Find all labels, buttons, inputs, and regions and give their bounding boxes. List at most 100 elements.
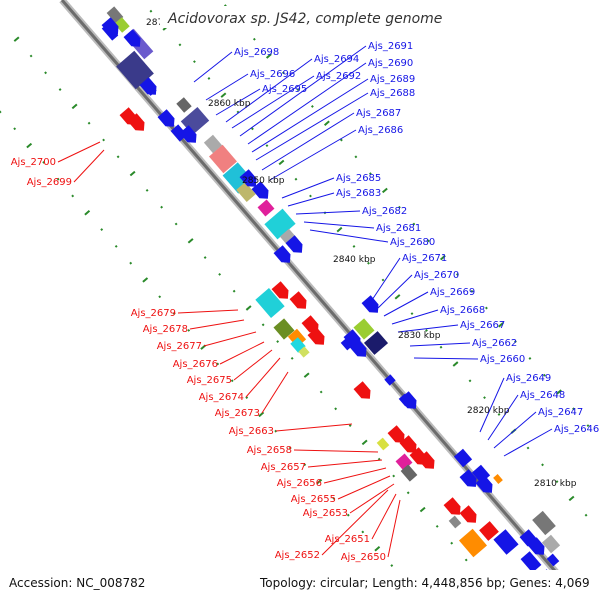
gene-feature — [453, 448, 473, 468]
gene-label: Ajs_2668 — [440, 305, 485, 316]
track-dot — [102, 138, 106, 142]
track-dot — [556, 389, 562, 395]
label-leader-line — [287, 192, 335, 207]
track-dot — [207, 77, 211, 80]
gene-arrow — [353, 381, 371, 399]
track-dot — [543, 373, 546, 377]
track-dot — [572, 407, 575, 411]
track-dot — [218, 272, 222, 276]
gene-arrow — [417, 451, 435, 469]
gene-arrow — [251, 181, 269, 199]
label-leader-line — [245, 357, 281, 398]
gene-label: Ajs_2663 — [229, 426, 274, 437]
track-dot — [84, 210, 91, 216]
track-dot — [230, 379, 234, 383]
track-dot — [367, 261, 370, 265]
gene-feature — [493, 474, 503, 484]
track-dot — [452, 361, 459, 367]
label-leader-line — [383, 291, 429, 317]
tick-label-2850: 2850 kbp — [242, 176, 285, 186]
track-dot — [278, 159, 285, 166]
gene-label: Ajs_2657 — [261, 462, 306, 473]
gene-label: Ajs_2678 — [143, 324, 188, 335]
label-leader-line — [295, 210, 361, 215]
label-leader-line — [309, 229, 389, 243]
gene-label: Ajs_2648 — [520, 390, 565, 401]
gene-feature — [116, 50, 154, 90]
track-dot — [514, 340, 517, 344]
track-dot — [158, 295, 162, 299]
track-dot — [412, 222, 416, 226]
accession-label: Accession: NC_008782 — [9, 576, 145, 590]
track-dot — [232, 289, 236, 293]
track-dot — [13, 36, 20, 42]
gene-feature — [264, 208, 296, 240]
gene-feature — [376, 437, 390, 451]
gene-label: Ajs_2681 — [376, 223, 421, 234]
track-dot — [498, 322, 504, 328]
gene-arrow — [273, 245, 291, 263]
gene-label: Ajs_2689 — [370, 74, 415, 85]
gene-arrow — [139, 77, 157, 95]
track-dot — [296, 88, 300, 92]
gene-label: Ajs_2687 — [356, 108, 401, 119]
track-dot — [584, 513, 588, 517]
gene-label: Ajs_2650 — [341, 552, 386, 563]
gene-label: Ajs_2676 — [173, 359, 218, 370]
track-dot — [129, 170, 136, 177]
track-dot — [203, 256, 207, 259]
track-dot — [586, 424, 590, 428]
track-dot — [288, 446, 292, 450]
track-dot — [361, 439, 368, 446]
track-dot — [425, 329, 428, 332]
gene-label: Ajs_2646 — [554, 424, 599, 435]
gene-label: Ajs_2675 — [187, 375, 232, 386]
gene-arrow — [239, 169, 257, 187]
track-dot — [346, 513, 350, 517]
gene-label: Ajs_2685 — [336, 173, 381, 184]
gene-arrow — [127, 113, 145, 131]
track-dot — [116, 155, 120, 159]
label-leader-line — [293, 449, 379, 453]
gene-label: Ajs_2667 — [460, 320, 505, 331]
track-dot — [265, 53, 272, 59]
track-dot — [193, 60, 196, 64]
track-dot — [497, 413, 501, 416]
gene-feature — [106, 6, 124, 24]
gene-feature — [541, 534, 561, 554]
track-dot — [71, 194, 75, 198]
gene-label: Ajs_2683 — [336, 188, 381, 199]
track-dot — [303, 372, 310, 378]
gene-feature — [363, 331, 389, 355]
gene-label: Ajs_2658 — [247, 445, 292, 456]
gene-arrow — [443, 497, 461, 515]
track-dot — [100, 228, 104, 231]
gene-arrow — [349, 339, 367, 357]
label-leader-line — [479, 377, 505, 433]
gene-feature — [257, 199, 275, 217]
label-leader-line — [255, 92, 369, 161]
label-leader-line — [189, 319, 245, 330]
track-dot — [29, 54, 33, 58]
label-leader-line — [409, 342, 471, 347]
tick-label-2840: 2840 kbp — [333, 255, 376, 265]
track-dot — [316, 478, 323, 485]
scale-ticks: 287 2860 kbp 2850 kbp 2840 kbp 2830 kbp … — [146, 18, 577, 489]
gene-arrow — [307, 327, 325, 345]
gene-label: Ajs_2655 — [291, 494, 336, 505]
track-dot — [410, 312, 414, 316]
gene-feature — [520, 551, 542, 573]
track-dot — [56, 177, 60, 181]
gene-feature — [479, 521, 499, 541]
track-dot — [220, 92, 227, 98]
label-leader-line — [193, 51, 233, 83]
track-dot — [528, 357, 532, 360]
track-dot — [160, 205, 164, 209]
gene-label: Ajs_2649 — [506, 373, 551, 384]
label-leader-line — [251, 78, 369, 153]
track-dot — [334, 407, 338, 411]
gene-label: Ajs_2696 — [250, 69, 295, 80]
track-dot — [274, 429, 278, 433]
gene-feature — [255, 288, 285, 318]
gene-label: Ajs_2677 — [157, 341, 202, 352]
